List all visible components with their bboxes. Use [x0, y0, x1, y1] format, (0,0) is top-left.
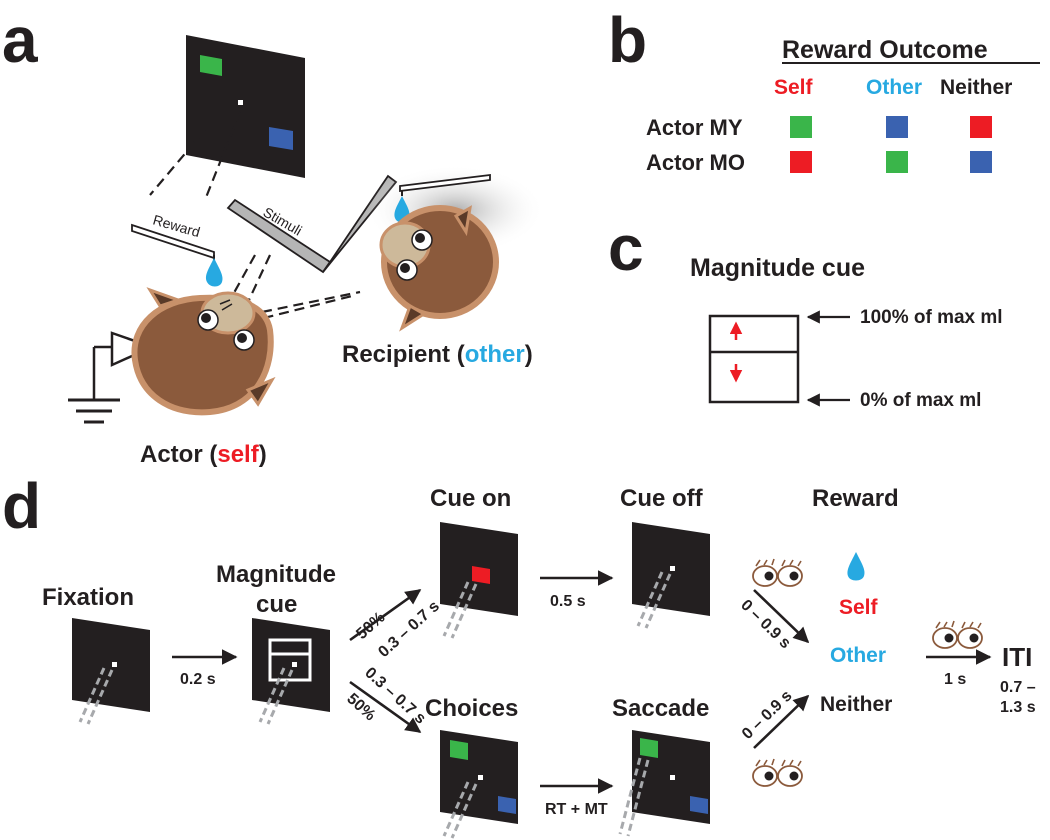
panel-c-letter: c [608, 212, 644, 284]
magnitude-cue-box [708, 314, 800, 404]
outcome-other: Other [830, 644, 886, 667]
screen-cue-on [440, 522, 518, 639]
blue-target [498, 796, 516, 814]
panel-b: b Reward Outcome Self Other Neither Acto… [608, 4, 1040, 175]
magnitude-cue-title: Magnitude cue [690, 254, 865, 282]
green-target [640, 738, 658, 758]
blue-target [690, 796, 708, 814]
actor-label: Actor (self) [140, 441, 267, 468]
outcome-square-red [790, 151, 812, 173]
row-label-my: Actor MY [646, 115, 743, 140]
outcome-square-green [790, 116, 812, 138]
stage-choices: Choices [425, 695, 518, 722]
timing-fix-to-mag: 0.2 s [180, 671, 216, 688]
column-self: Self [774, 76, 814, 99]
panel-a: a Reward Stimuli [2, 4, 545, 468]
outcome-grid [790, 116, 992, 173]
column-other: Other [866, 76, 922, 99]
iti-label: ITI [1002, 642, 1032, 672]
panel-d-letter: d [2, 470, 41, 542]
water-drop-icon [205, 258, 223, 287]
green-target [200, 55, 222, 76]
timing-cue-prob-upper: 50% [353, 609, 388, 643]
eyes-icon [752, 558, 803, 587]
stage-saccade: Saccade [612, 695, 709, 722]
reward-outcome-title: Reward Outcome [782, 36, 988, 64]
stage-fixation: Fixation [42, 584, 134, 611]
bottom-level-label: 0% of max ml [860, 390, 981, 411]
panel-a-letter: a [2, 4, 38, 76]
eyes-icon [932, 620, 983, 649]
recipient-label: Recipient (other) [342, 341, 533, 368]
green-target [450, 740, 468, 760]
outcome-square-blue [970, 151, 992, 173]
screen-cue-off [632, 522, 710, 629]
timing-cue-prob-lower: 50% [343, 690, 378, 724]
actor-monkey [131, 287, 276, 416]
stage-reward: Reward [812, 485, 899, 512]
panel-c: c Magnitude cue 100% of max ml 0% of max… [608, 212, 1003, 411]
panel-a-monitor [186, 35, 305, 178]
outcome-self: Self [839, 596, 879, 619]
timing-choice-saccade: RT + MT [545, 801, 608, 818]
panel-d: d Fixation Magnitude cue Cue on Cue off … [2, 470, 1036, 839]
blue-target [269, 127, 293, 150]
stage-cue-off: Cue off [620, 485, 704, 512]
recipient-monkey [379, 205, 499, 332]
red-cue [472, 566, 490, 584]
outcome-neither: Neither [820, 693, 892, 716]
iti-range-line2: 1.3 s [1000, 699, 1036, 716]
screen-fixation [72, 618, 150, 725]
timing-cueoff-reward: 0 – 0.9 s [737, 597, 794, 653]
stage-cue-on: Cue on [430, 485, 511, 512]
actor-reward-tube: Reward [131, 212, 223, 287]
timing-cue-on-off: 0.5 s [550, 593, 586, 610]
panel-b-letter: b [608, 4, 647, 76]
screen-magnitude-cue [252, 618, 330, 725]
stage-magnitude-cue-line2: cue [256, 591, 297, 618]
water-drop-icon [847, 552, 865, 581]
timing-cue-delay-upper: 0.3 – 0.7 s [375, 598, 443, 661]
screen-saccade [618, 730, 710, 837]
flow-arrows [172, 570, 992, 794]
fixation-point [238, 100, 243, 105]
timing-reward-iti: 1 s [944, 671, 966, 688]
top-level-label: 100% of max ml [860, 307, 1003, 328]
row-label-mo: Actor MO [646, 150, 745, 175]
stage-magnitude-cue-line1: Magnitude [216, 561, 336, 588]
outcome-square-blue [886, 116, 908, 138]
eyes-icon [752, 758, 803, 787]
screen-choices [440, 730, 518, 839]
column-neither: Neither [940, 76, 1012, 99]
outcome-square-green [886, 151, 908, 173]
outcome-square-red [970, 116, 992, 138]
iti-range-line1: 0.7 – [1000, 679, 1036, 696]
